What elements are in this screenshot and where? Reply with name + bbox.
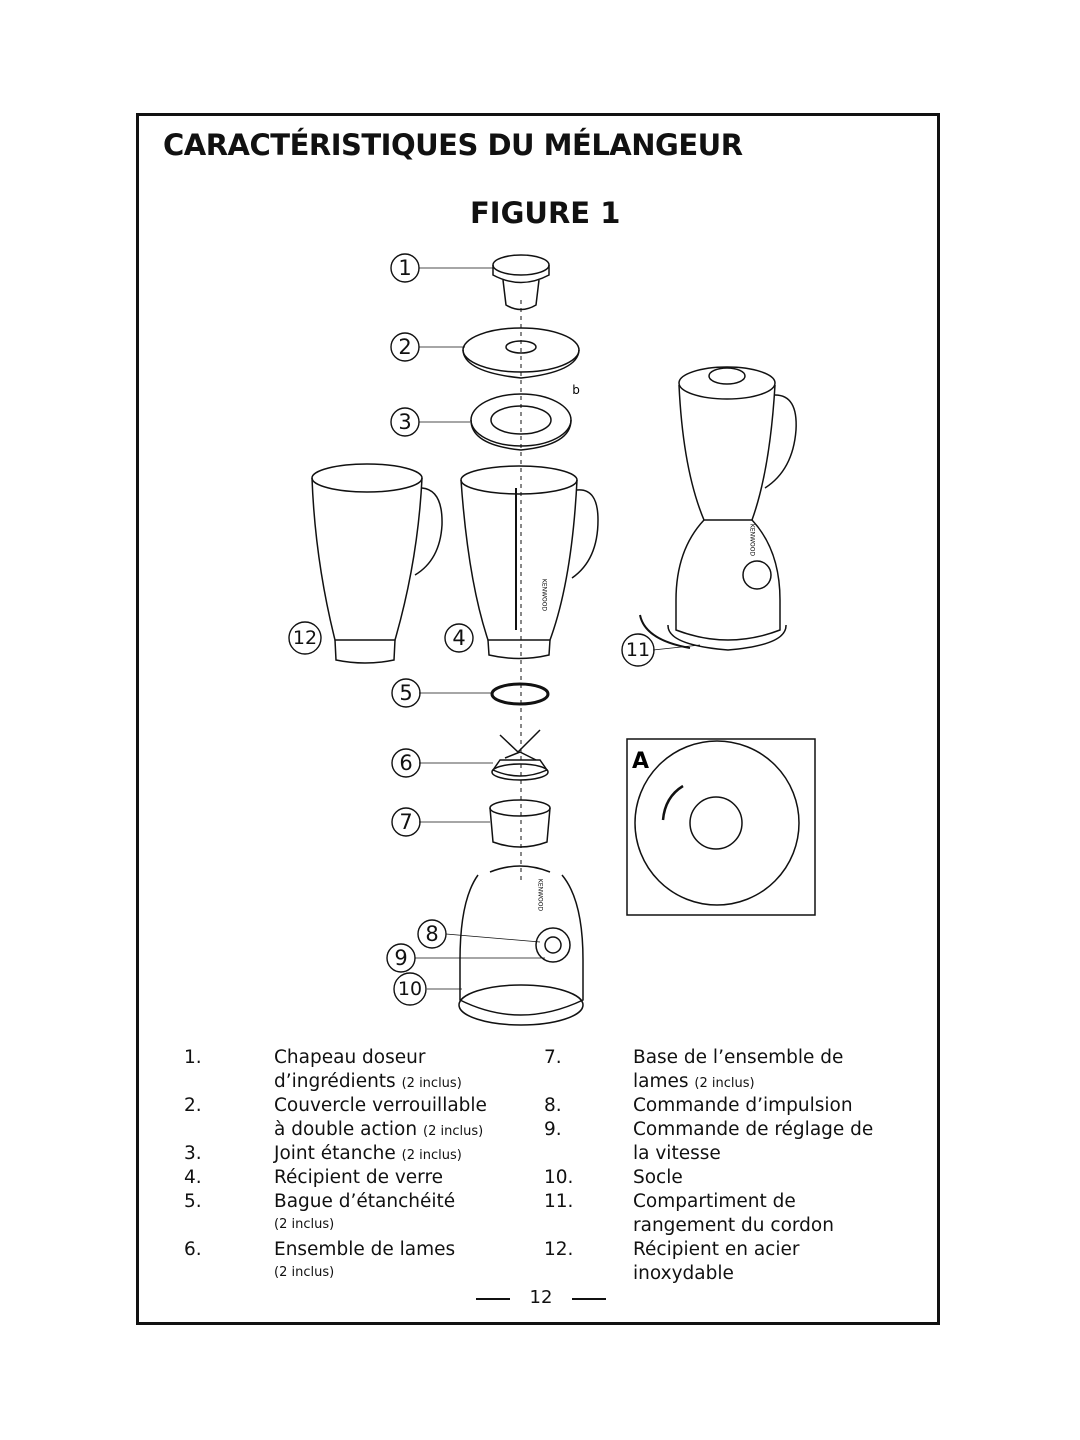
legend-note: (2 inclus) xyxy=(274,1265,335,1280)
callout-1: 1 xyxy=(398,256,411,280)
legend-num: 11. xyxy=(544,1191,574,1212)
lid-drawing xyxy=(462,327,580,379)
legend-text: Couvercle verrouillable xyxy=(274,1095,487,1116)
legend-num: 9. xyxy=(544,1119,562,1140)
assembled-blender-drawing xyxy=(639,366,797,651)
page-number-dash-left xyxy=(476,1298,510,1300)
measuring-cap-drawing xyxy=(492,254,550,311)
page-number-dash-right xyxy=(572,1298,606,1300)
legend-note: (2 inclus) xyxy=(274,1217,335,1232)
callout-4: 4 xyxy=(452,626,465,650)
legend-num: 12. xyxy=(544,1239,574,1260)
legend-text: Compartiment de xyxy=(633,1191,796,1212)
legend-text: Socle xyxy=(633,1167,683,1188)
callout-11: 11 xyxy=(626,639,650,661)
legend-text: Ensemble de lames xyxy=(274,1239,456,1260)
legend-item-9-cont: la vitesse xyxy=(633,1143,721,1164)
blade-base-drawing xyxy=(489,799,551,848)
legend-num: 6. xyxy=(184,1239,202,1260)
legend-num: 7. xyxy=(544,1047,562,1068)
brand-mark-blender: KENWOOD xyxy=(749,524,756,557)
legend-note: (2 inclus) xyxy=(401,1076,462,1091)
seal-drawing xyxy=(470,393,572,451)
callout-6: 6 xyxy=(399,751,412,775)
legend-num: 4. xyxy=(184,1167,202,1188)
legend-note: (2 inclus) xyxy=(423,1124,484,1139)
figure-title: FIGURE 1 xyxy=(470,196,621,230)
steel-goblet-drawing xyxy=(311,463,443,664)
legend-note: (2 inclus) xyxy=(401,1148,462,1163)
legend-item-12-cont: inoxydable xyxy=(633,1263,734,1284)
legend-text: Joint étanche xyxy=(274,1143,396,1164)
legend-text: Récipient en acier xyxy=(633,1239,800,1260)
page-title: CARACTÉRISTIQUES DU MÉLANGEUR xyxy=(163,128,743,162)
callout-10: 10 xyxy=(398,978,422,1000)
page-frame xyxy=(136,113,940,1325)
inset-label: A xyxy=(632,749,649,774)
legend-note: (2 inclus) xyxy=(694,1076,755,1091)
legend-num: 3. xyxy=(184,1143,202,1164)
legend-text: Chapeau doseur xyxy=(274,1047,426,1068)
legend-text: d’ingrédients xyxy=(274,1071,396,1092)
legend-item-11-cont: rangement du cordon xyxy=(633,1215,834,1236)
callout-12: 12 xyxy=(293,627,317,649)
page-number-footer: 12 xyxy=(476,1287,606,1311)
legend-num: 5. xyxy=(184,1191,202,1212)
callout-3: 3 xyxy=(398,410,411,434)
legend-item-7-cont: lames (2 inclus) xyxy=(633,1070,755,1096)
legend-item-2-cont: à double action (2 inclus) xyxy=(274,1118,483,1144)
legend-num: 10. xyxy=(544,1167,574,1188)
callout-2: 2 xyxy=(398,335,411,359)
legend-text: lames xyxy=(633,1071,689,1092)
sealing-ring-drawing xyxy=(490,682,550,706)
legend-text: Commande de réglage de xyxy=(633,1119,874,1140)
legend-text: à double action xyxy=(274,1119,418,1140)
callout-5: 5 xyxy=(399,681,412,705)
legend-num: 1. xyxy=(184,1047,202,1068)
speed-dial-inset xyxy=(626,738,816,916)
legend-num: 2. xyxy=(184,1095,202,1116)
callout-7: 7 xyxy=(399,810,412,834)
callout-8: 8 xyxy=(425,922,438,946)
legend-text: Bague d’étanchéité xyxy=(274,1191,456,1212)
brand-mark-goblet: KENWOOD xyxy=(541,579,548,612)
callout-circles xyxy=(288,253,655,1006)
callout-leader-lines xyxy=(415,267,701,990)
small-label-b: b xyxy=(572,383,580,397)
legend-num: 8. xyxy=(544,1095,562,1116)
legend-item-1-cont: d’ingrédients (2 inclus) xyxy=(274,1070,462,1096)
legend-text: Récipient de verre xyxy=(274,1167,444,1188)
brand-mark-base: KENWOOD xyxy=(537,879,544,912)
motor-base-drawing xyxy=(458,865,584,1026)
glass-goblet-drawing xyxy=(460,465,599,660)
legend-text: Base de l’ensemble de xyxy=(633,1047,844,1068)
callout-9: 9 xyxy=(394,946,407,970)
legend-text: Commande d’impulsion xyxy=(633,1095,853,1116)
blade-assembly-drawing xyxy=(491,729,549,781)
page-number: 12 xyxy=(529,1287,553,1308)
